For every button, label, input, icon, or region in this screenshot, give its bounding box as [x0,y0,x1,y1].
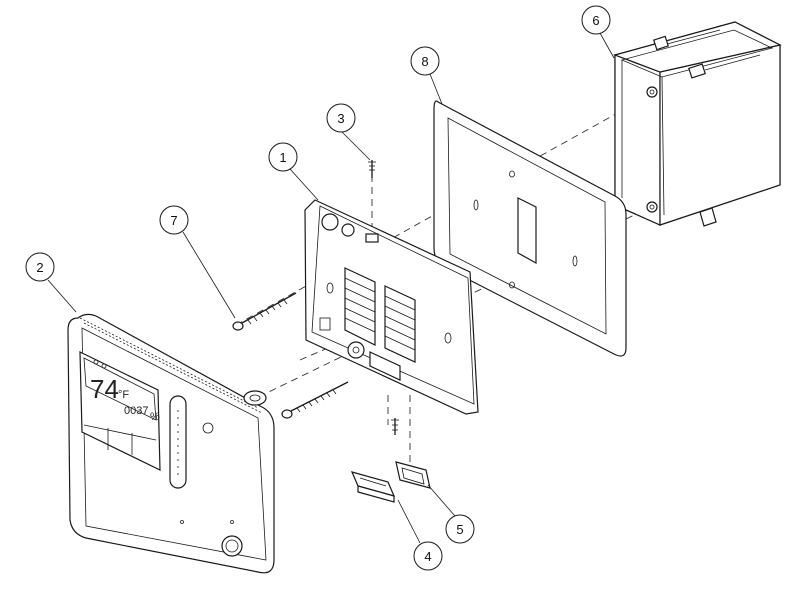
thermostat-housing: 74 °F 0037 % [67,313,275,574]
small-screw-bottom [391,418,399,435]
callout-3-label: 3 [337,111,344,126]
callout-2-label: 2 [36,260,43,275]
callout-2: 2 [25,252,55,282]
long-screw-upper [232,292,297,331]
part-5-block [395,461,431,489]
rotary-knob-icon [221,535,243,557]
callout-6: 6 [581,5,611,35]
temperature-readout: 74 [90,374,119,404]
small-screw-top [368,160,376,178]
callout-7: 7 [159,205,189,235]
touch-slider [169,395,187,489]
humidity-percent: % [150,411,160,423]
callout-8-label: 8 [421,54,428,69]
callout-5-label: 5 [456,522,463,537]
callout-1-label: 1 [279,150,286,165]
callout-3: 3 [326,103,356,133]
wall-plate [433,100,627,357]
callout-8: 8 [410,46,440,76]
thermostat-display: 74 °F 0037 % [79,351,161,471]
terminal-block-left [344,267,376,346]
callout-leaders [47,32,615,544]
callout-6-label: 6 [592,13,599,28]
callout-5: 5 [445,514,475,544]
callout-4-label: 4 [424,549,431,564]
humidity-readout: 0037 [124,405,148,417]
long-screw-lower [281,381,349,419]
terminal-block-right [384,285,416,363]
temperature-unit: °F [118,389,129,401]
callout-1: 1 [268,142,298,172]
callout-4: 4 [413,541,443,571]
junction-box [613,21,782,227]
brand-logo-icon [202,422,214,434]
part-4-block [350,471,396,503]
back-plate [304,199,479,415]
callout-7-label: 7 [170,213,177,228]
